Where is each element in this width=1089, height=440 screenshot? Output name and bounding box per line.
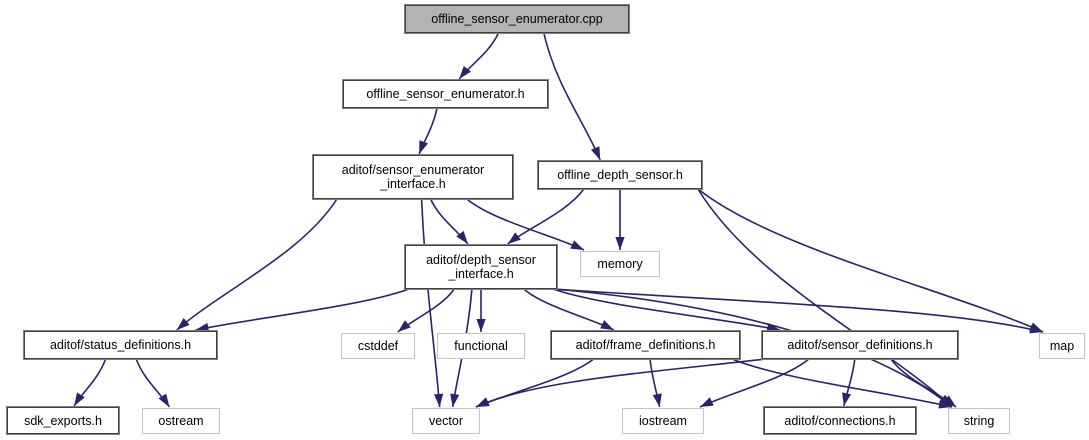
graph-edge-arrowhead [938,399,952,409]
graph-node-sensor_h[interactable]: aditof/sensor_definitions.h [762,331,958,359]
graph-edge-arrowhead [1029,324,1043,334]
graph-edge-arrowhead [456,230,468,244]
graph-edge-arrowhead [570,240,584,250]
graph-node-map[interactable]: map [1039,333,1085,359]
graph-edge-arrowhead [459,65,471,79]
graph-edge [552,288,781,331]
graph-node-dsi_h[interactable]: aditof/depth_sensor _interface.h [405,245,557,289]
graph-node-functional[interactable]: functional [437,333,525,359]
graph-edge-arrowhead [476,397,490,407]
graph-node-sdk_exports[interactable]: sdk_exports.h [7,407,119,434]
graph-edge [552,288,1044,333]
graph-edge-arrowhead [615,237,625,250]
graph-node-ostream[interactable]: ostream [142,408,220,434]
graph-edge [697,188,953,408]
graph-edge-arrowhead [600,320,614,330]
graph-edge [697,188,1044,333]
graph-edge [176,198,338,331]
graph-edge-arrowhead [842,392,852,406]
graph-node-ose_h[interactable]: offline_sensor_enumerator.h [343,80,548,108]
graph-edge-arrowhead [195,322,210,332]
graph-edge-arrowhead [158,393,170,407]
graph-edge-arrowhead [652,393,662,407]
graph-node-root[interactable]: offline_sensor_enumerator.cpp [405,5,629,33]
graph-edge-arrowhead [434,393,444,407]
graph-edge [731,358,953,408]
graph-edge-arrowhead [476,319,486,332]
graph-node-status_h[interactable]: aditof/status_definitions.h [24,331,217,359]
graph-edge-arrowhead [419,140,428,154]
graph-node-ods_h[interactable]: offline_depth_sensor.h [538,161,702,189]
graph-edge [552,288,953,408]
graph-edge-arrowhead [590,146,601,160]
graph-edge [543,32,601,161]
graph-edge-arrowhead [176,317,190,330]
graph-node-sei_h[interactable]: aditof/sensor_enumerator _interface.h [313,155,513,199]
graph-edge-arrowhead [943,395,957,407]
graph-edge-arrowhead [397,320,411,332]
graph-node-vector[interactable]: vector [412,408,480,434]
graph-node-frame_h[interactable]: aditof/frame_definitions.h [551,331,740,359]
graph-node-connections[interactable]: aditof/connections.h [764,407,916,434]
graph-node-memory[interactable]: memory [580,251,660,277]
graph-edge-arrowhead [450,393,460,407]
graph-node-iostream[interactable]: iostream [622,408,704,434]
graph-node-cstddef[interactable]: cstddef [341,333,415,359]
graph-edge [420,198,441,408]
graph-edge-arrowhead [507,232,521,244]
graph-edge-arrowhead [74,392,85,406]
graph-edge [475,358,767,408]
graph-node-string[interactable]: string [948,408,1010,434]
graph-edge [195,288,410,331]
graph-edge [523,288,615,331]
graph-edge-arrowhead [700,397,714,407]
